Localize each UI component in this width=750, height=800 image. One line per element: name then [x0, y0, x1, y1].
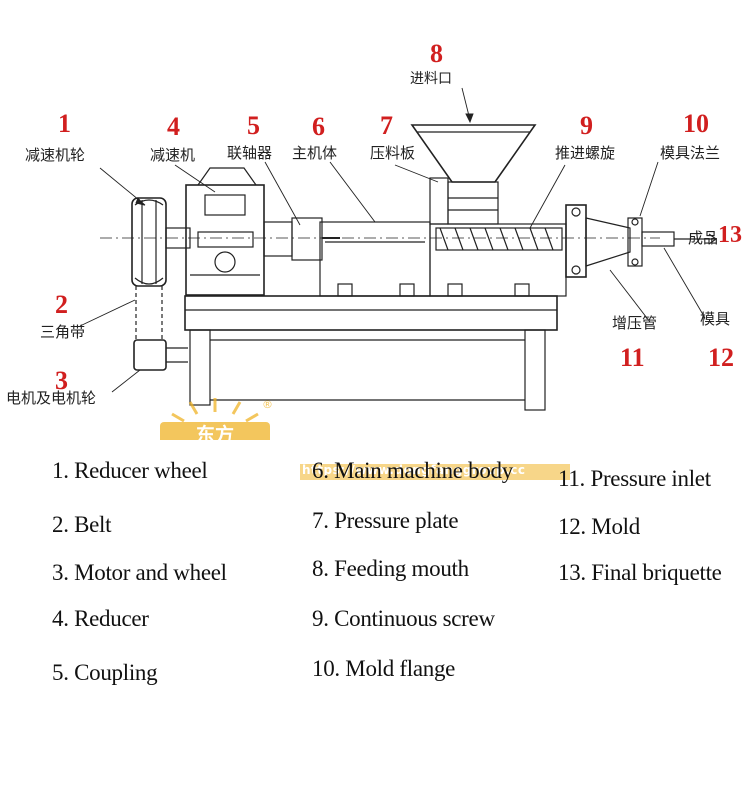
legend-item: 11. Pressure inlet [558, 466, 711, 491]
callout-4-num: 4 [167, 112, 180, 141]
callout-13-caption: 成品 [688, 229, 718, 247]
legend-item: 10. Mold flange [312, 656, 456, 681]
callout-11-caption: 增压管 [612, 314, 657, 332]
callout-9-num: 9 [580, 111, 593, 140]
callout-9-caption: 推进螺旋 [555, 144, 615, 162]
callout-13-num: 13 [718, 222, 742, 248]
callout-6-num: 6 [312, 112, 325, 141]
leader-lines [79, 87, 706, 393]
legend-item: 8. Feeding mouth [312, 556, 469, 581]
callout-3-num: 3 [55, 366, 68, 395]
callout-7-num: 7 [380, 111, 393, 140]
legend-item: 4. Reducer [52, 606, 149, 631]
callout-numbers: 1 2 3 4 5 6 7 8 9 10 11 12 13 [55, 39, 742, 395]
machine-diagram: 1 2 3 4 5 6 7 8 9 10 11 12 13 减速机轮 三角带 电… [6, 39, 742, 440]
watermark-registered: ® [262, 398, 273, 411]
legend-item: 2. Belt [52, 512, 112, 537]
watermark-brand: 东方 [196, 423, 234, 440]
callout-12-caption: 模具 [700, 310, 730, 328]
callout-2-caption: 三角带 [40, 323, 85, 341]
callout-3-caption: 电机及电机轮 [6, 389, 96, 407]
callout-8-caption: 进料口 [410, 71, 452, 87]
legend-item: 9. Continuous screw [312, 606, 495, 631]
legend-item: 3. Motor and wheel [52, 560, 227, 585]
callout-5-num: 5 [247, 111, 260, 140]
callout-4-caption: 减速机 [150, 146, 195, 164]
callout-8-num: 8 [430, 39, 443, 68]
callout-1-caption: 减速机轮 [25, 146, 85, 164]
legend: 1. Reducer wheel 2. Belt 3. Motor and wh… [0, 440, 750, 800]
callout-6-caption: 主机体 [292, 144, 337, 162]
callout-7-caption: 压料板 [370, 144, 415, 162]
callout-10-caption: 模具法兰 [660, 144, 720, 162]
callout-2-num: 2 [55, 290, 68, 319]
callout-12-num: 12 [708, 343, 734, 372]
callout-10-num: 10 [683, 109, 709, 138]
legend-item: 13. Final briquette [558, 560, 722, 585]
watermark-logo: 东方 ® [160, 398, 273, 440]
legend-item: 7. Pressure plate [312, 508, 459, 533]
callout-11-num: 11 [620, 343, 645, 372]
legend-item: 12. Mold [558, 514, 640, 539]
watermark-url: https://www.dongfanggroup.cc [302, 463, 526, 477]
callout-5-caption: 联轴器 [227, 144, 272, 162]
legend-item: 6. Main machine body [312, 458, 513, 483]
machine-drawing [100, 124, 718, 411]
legend-item: 1. Reducer wheel [52, 458, 208, 483]
callout-captions: 减速机轮 三角带 电机及电机轮 减速机 联轴器 主机体 压料板 进料口 推进螺旋… [6, 71, 730, 407]
watermark-strip [300, 464, 570, 480]
legend-item: 5. Coupling [52, 660, 158, 685]
callout-1-num: 1 [58, 109, 71, 138]
